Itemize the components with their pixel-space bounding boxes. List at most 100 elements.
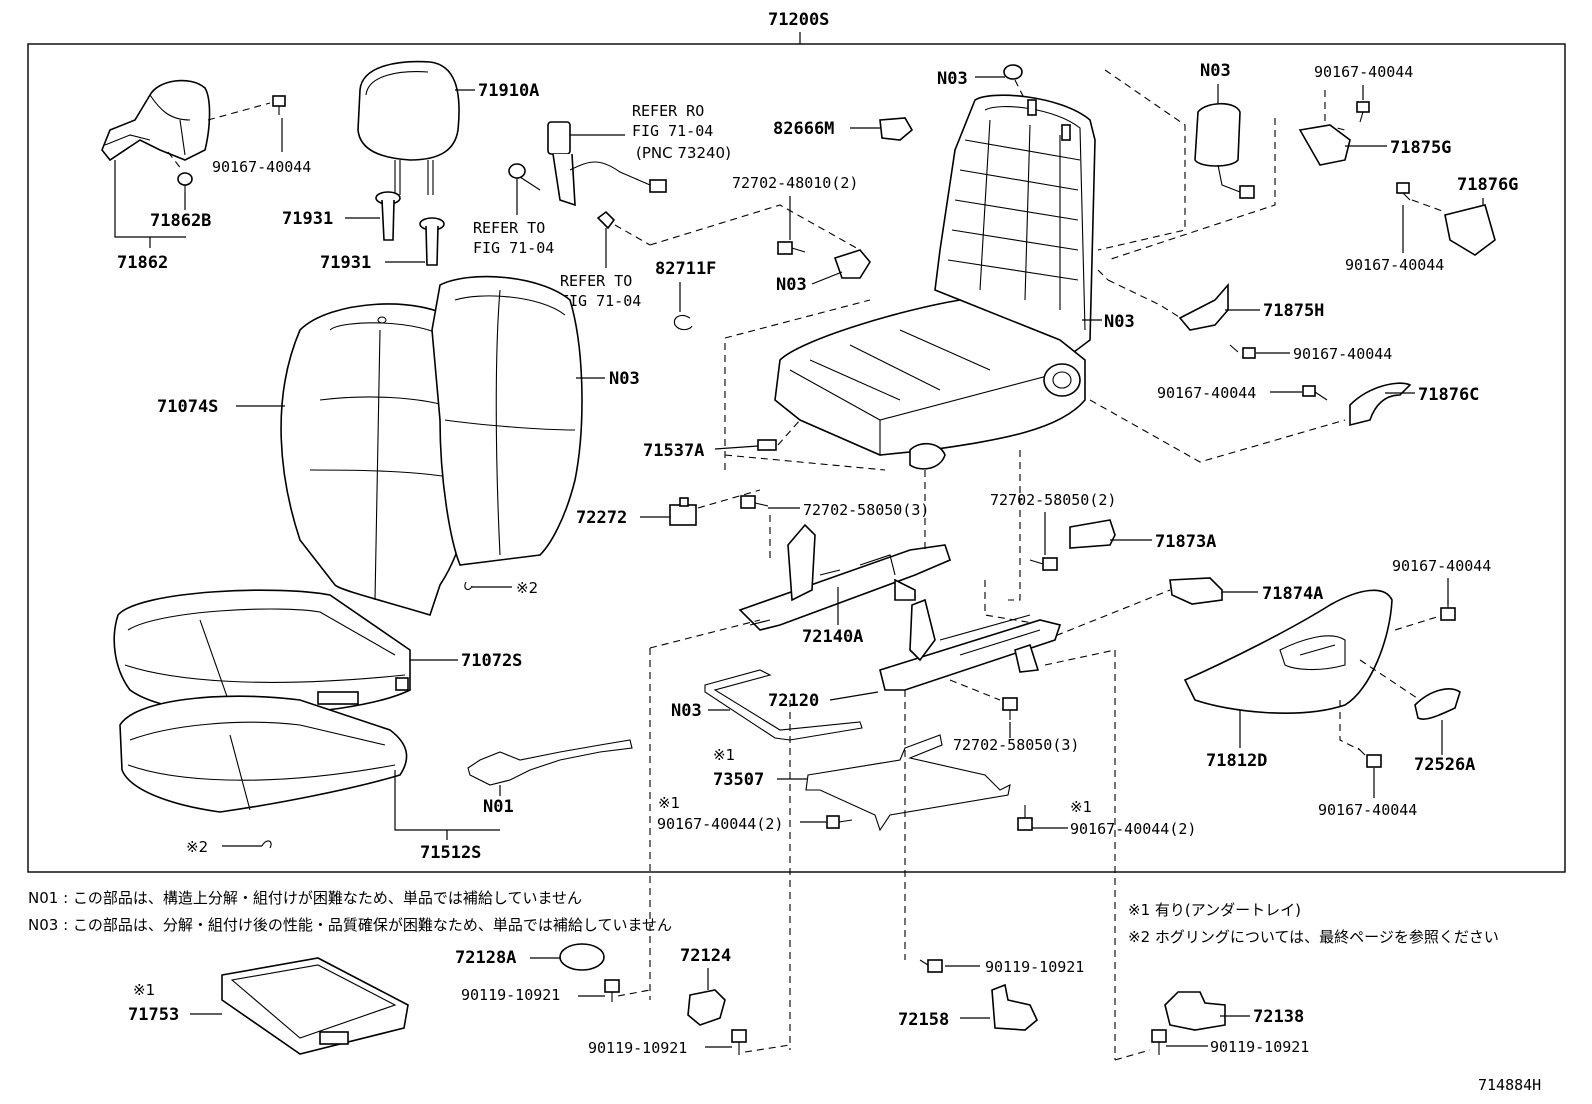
part-label: 72702-48010(2) <box>732 174 858 192</box>
part-label: 72702-58050(2) <box>990 491 1116 509</box>
part-label: 90167-40044 <box>1345 256 1444 274</box>
cover-71876C <box>1349 382 1412 427</box>
part-label: N03 <box>609 369 640 389</box>
screw <box>731 1029 747 1055</box>
part-label: N01 <box>483 797 514 817</box>
part-label: REFER TO <box>560 272 632 290</box>
part-label: 72702-58050(3) <box>953 736 1079 754</box>
part-label: 71875H <box>1263 301 1324 321</box>
assembly-label: 71200S <box>768 10 829 30</box>
cover-71876G <box>1444 204 1496 256</box>
side-cover-71812D <box>1183 589 1393 714</box>
part-label: 71072S <box>461 651 522 671</box>
part-label: 90119-10921 <box>985 958 1084 976</box>
part-label: ※1 <box>1070 798 1092 816</box>
part-label: 90167-40044(2) <box>1070 820 1196 838</box>
under-tray-bracket-73507 <box>805 734 1011 832</box>
screw <box>1229 344 1256 359</box>
part-label: 72120 <box>768 691 819 711</box>
wire-N03 <box>704 669 863 741</box>
part-label: ※1 <box>658 794 680 812</box>
screw <box>1357 747 1382 768</box>
side-airbag-N03 <box>1194 102 1255 199</box>
seat-frame-N03 <box>774 94 1096 470</box>
seatbelt-buckle <box>547 121 667 207</box>
seat-track-72120 <box>879 598 1062 691</box>
seat-cushion-pad-71512S <box>119 695 408 813</box>
part-label: 71931 <box>320 253 371 273</box>
bolt <box>740 495 769 509</box>
figure-id: 714884H <box>1478 1076 1541 1094</box>
part-label: ※1 <box>713 746 735 764</box>
part-label: FIG 71-04 <box>560 292 641 310</box>
part-label: 71873A <box>1155 532 1216 552</box>
part-label: 71876C <box>1418 385 1479 405</box>
anchor-clip <box>596 210 616 230</box>
pad-71537A <box>757 439 777 451</box>
part-label: 90119-10921 <box>1210 1038 1309 1056</box>
note-N01: N01 : この部品は、構造上分解・組付けが困難なため、単品では補給していません <box>28 889 582 907</box>
cover-71875G <box>1298 124 1351 166</box>
note-mark1: ※1 有り(アンダートレイ) <box>1128 901 1301 919</box>
part-label: N03 <box>671 701 702 721</box>
screw <box>1396 182 1411 201</box>
headrest-support <box>375 191 401 241</box>
part-label: 72140A <box>802 627 863 647</box>
screw <box>604 979 620 1002</box>
part-label: 71875G <box>1390 138 1451 158</box>
part-label: 90119-10921 <box>461 986 560 1004</box>
under-tray-71753 <box>221 957 409 1055</box>
note-N03: N03 : この部品は、分解・組付け後の性能・品質確保が困難なため、単品では補給… <box>28 916 672 934</box>
hog-ring <box>464 581 473 591</box>
part-label: 71512S <box>420 843 481 863</box>
part-label: 71931 <box>282 209 333 229</box>
bracket-82666M <box>879 117 914 141</box>
clip-N03 <box>833 249 871 279</box>
part-label: N03 <box>776 275 807 295</box>
clip <box>177 172 193 192</box>
wire-harness-N01 <box>467 739 633 786</box>
headrest-71910A <box>357 60 460 195</box>
cover-72124 <box>687 989 726 1026</box>
connector-72272 <box>669 497 697 526</box>
knob-72526A <box>1414 688 1461 720</box>
part-label: 71074S <box>157 397 218 417</box>
anchor-bolt <box>508 163 541 191</box>
bolt <box>777 241 806 255</box>
part-label: FIG 71-04 <box>632 122 713 140</box>
part-label: REFER TO <box>473 219 545 237</box>
part-label: N03 <box>937 69 968 89</box>
seat-track-72140A <box>738 523 951 631</box>
cover-71873A <box>1069 519 1116 549</box>
part-label: FIG 71-04 <box>473 239 554 257</box>
part-label: 90167-40044 <box>1293 345 1392 363</box>
part-label: 71812D <box>1206 751 1267 771</box>
part-label: ※2 <box>186 838 208 856</box>
part-label: N03 <box>1200 61 1231 81</box>
hog-ring <box>261 840 272 849</box>
seat-cushion-cover-71072S <box>113 589 411 716</box>
cover-71875H <box>1178 282 1229 331</box>
part-label: 72158 <box>898 1010 949 1030</box>
screw <box>919 959 943 973</box>
part-label: 90167-40044 <box>1157 384 1256 402</box>
cover-71874A <box>1169 577 1223 605</box>
note-mark2: ※2 ホグリングについては、最終ページを参照ください <box>1128 928 1499 946</box>
clip <box>1003 64 1023 80</box>
cap-72128A <box>559 943 605 971</box>
part-label: 90167-40044 <box>1318 801 1417 819</box>
cover-72158 <box>991 983 1038 1031</box>
part-label: 72702-58050(3) <box>803 501 929 519</box>
cover-72138 <box>1164 991 1226 1031</box>
part-label: 71537A <box>643 441 704 461</box>
headrest-support <box>419 217 445 266</box>
part-label: 72128A <box>455 948 516 968</box>
part-label: 73507 <box>713 770 764 790</box>
screw <box>1302 385 1328 401</box>
part-label: REFER RO <box>632 102 704 120</box>
screw <box>1440 600 1456 621</box>
part-label: 71874A <box>1262 584 1323 604</box>
screw <box>1151 1029 1167 1055</box>
part-label: 71910A <box>478 81 539 101</box>
